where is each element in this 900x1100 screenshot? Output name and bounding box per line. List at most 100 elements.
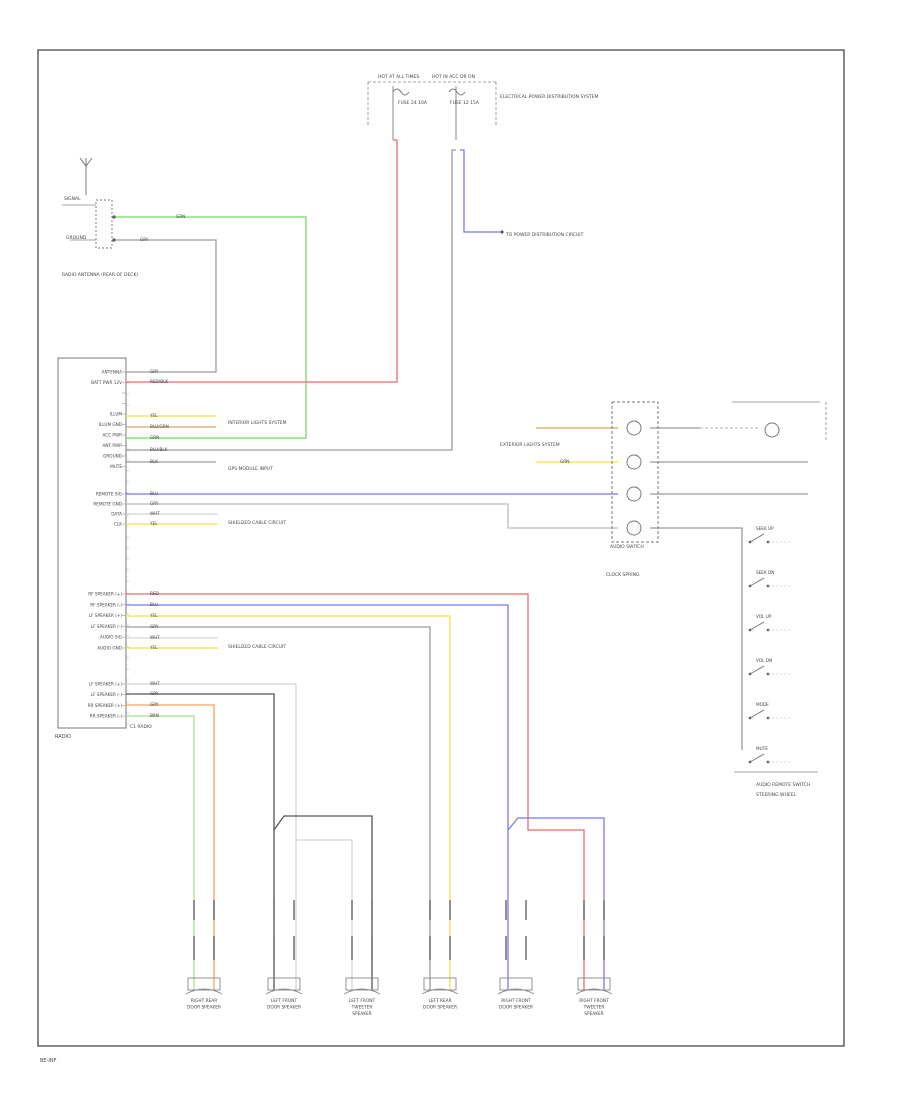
fuse-a-symbol	[392, 88, 410, 96]
wire-acc-gray	[126, 149, 456, 451]
speaker-label: LEFT REAR	[428, 998, 451, 1004]
wire-code-label: BLU	[150, 491, 158, 496]
radio-pin-label: LF SPEAKER (+)	[89, 682, 123, 687]
speaker-label: TWEETER	[351, 1005, 373, 1011]
switch-blade	[749, 533, 765, 543]
radio-pin-label: ILLUM	[110, 412, 123, 417]
radio-pin-label: REMOTE SIG	[96, 492, 122, 497]
power-circuit-label: TO POWER DISTRIBUTION CIRCUIT	[505, 232, 584, 238]
fuse-b-symbol	[448, 88, 466, 96]
wire-lft-white	[296, 839, 353, 990]
wire-lft-black	[273, 815, 373, 990]
radio-pin-label: RF SPEAKER (+)	[88, 592, 122, 597]
wire-code-label: GRN	[560, 459, 569, 464]
wire-code-label: YEL	[149, 521, 158, 526]
audio-remote-switch-label: AUDIO REMOTE SWITCH	[756, 782, 810, 788]
antenna-pin-signal: SIGNAL	[64, 196, 81, 202]
fuse-b-label: FUSE 12 15A	[450, 100, 480, 106]
radio-pin-label: RR SPEAKER (-)	[90, 714, 123, 719]
switch-blade	[749, 621, 765, 631]
speaker-connector	[499, 977, 533, 991]
wire-rf-blue-tweeter	[507, 817, 605, 990]
speaker-cone	[265, 988, 303, 995]
radio-pin-label: BATT PWR 12V	[91, 380, 122, 385]
speaker-label: RIGHT FRONT	[579, 998, 609, 1004]
radio-pin-label: GROUND	[103, 454, 122, 459]
switch-blade	[749, 753, 765, 763]
speaker-cone	[185, 988, 223, 995]
speaker-label: RIGHT FRONT	[501, 998, 531, 1004]
speaker-connector	[345, 977, 379, 991]
wire-data-gray	[126, 503, 618, 529]
wire-code-label: BRN	[150, 713, 159, 718]
wire-power-dist-blue	[460, 149, 500, 233]
speaker-label: DOOR SPEAKER	[267, 1005, 301, 1011]
hot-at-all-times-label: HOT AT ALL TIMES	[378, 74, 419, 80]
clock-spring-label: CLOCK SPRING	[606, 572, 640, 578]
wire-lfd-white	[126, 683, 297, 990]
wire-rf-blue	[126, 604, 509, 990]
speaker-cone	[497, 988, 535, 995]
antenna-pin-ground: GROUND	[66, 235, 87, 241]
steering-switch: MODE	[748, 702, 792, 720]
radio-pin-label: ACC PWR	[102, 433, 122, 438]
hot-in-acc-label: HOT IN ACC OR ON	[432, 74, 475, 80]
wire-code-label: GRY	[140, 237, 149, 242]
power-distribution-note: ELECTRICAL POWER DISTRIBUTION SYSTEM	[500, 94, 599, 100]
wire-code-label: GRN	[150, 435, 159, 440]
radio-pin-label: ANTENNA	[102, 370, 122, 375]
wire-code-label: YEL	[149, 413, 158, 418]
speaker-label: DOOR SPEAKER	[499, 1005, 533, 1011]
switch-blade	[749, 577, 765, 587]
dimming-label: INTERIOR LIGHTS SYSTEM	[228, 420, 287, 426]
wire-code-label: GRY	[150, 501, 159, 506]
switch-label: VOL UP	[756, 614, 772, 619]
diagram-border	[37, 49, 845, 1047]
wire-code-label: WHT	[150, 511, 160, 516]
clock-spring	[611, 401, 659, 543]
speaker-label: RIGHT REAR	[191, 998, 217, 1004]
steering-switch: MUTE	[748, 746, 792, 764]
steering-switch: VOL DN	[748, 658, 792, 676]
speaker-label: LEFT FRONT	[349, 998, 376, 1004]
switch-blade	[749, 709, 765, 719]
wire-code-label: GRY	[150, 369, 159, 374]
wire-battery-red	[126, 139, 398, 383]
wire-code-label: GRN	[176, 214, 185, 219]
radio-pin-label: LF SPEAKER (+)	[89, 613, 123, 618]
shield-label-2: SHIELDED CABLE CIRCUIT	[228, 644, 286, 650]
radio-pin-label: LF SPEAKER (-)	[91, 624, 123, 629]
speaker-label: LEFT FRONT	[271, 998, 298, 1004]
speaker-label: DOOR SPEAKER	[423, 1005, 457, 1011]
wire-code-labels: GRNGRYGRYRED/BLKYELBLU/GRNGRNBLU/BLKBLKB…	[140, 214, 569, 718]
wires	[116, 139, 808, 990]
wire-antenna-green	[116, 216, 307, 439]
wire-antenna-gray	[116, 239, 217, 373]
speaker-label: TWEETER	[583, 1005, 605, 1011]
wire-code-label: YEL	[149, 645, 158, 650]
radio-pin-label: ILLUM GND	[99, 422, 122, 427]
audio-switch-label: AUDIO SWITCH	[610, 544, 644, 550]
radio-pin-label: LF SPEAKER (-)	[91, 692, 123, 697]
speaker-label: SPEAKER	[352, 1011, 372, 1017]
switch-label: SEEK DN	[756, 570, 774, 575]
wire-rr-green	[126, 715, 195, 990]
radio-connector-label: C1 RADIO	[130, 724, 152, 730]
speaker-connector	[267, 977, 301, 991]
shield-label-1: SHIELDED CABLE CIRCUIT	[228, 520, 286, 526]
speaker-cone	[421, 988, 459, 995]
wire-lf-yellow	[126, 615, 451, 990]
switch-label: VOL DN	[756, 658, 772, 663]
steering-switch: VOL UP	[748, 614, 792, 632]
gps-label: GPS MODULE INPUT	[228, 466, 273, 472]
speaker-label: DOOR SPEAKER	[187, 1005, 221, 1011]
